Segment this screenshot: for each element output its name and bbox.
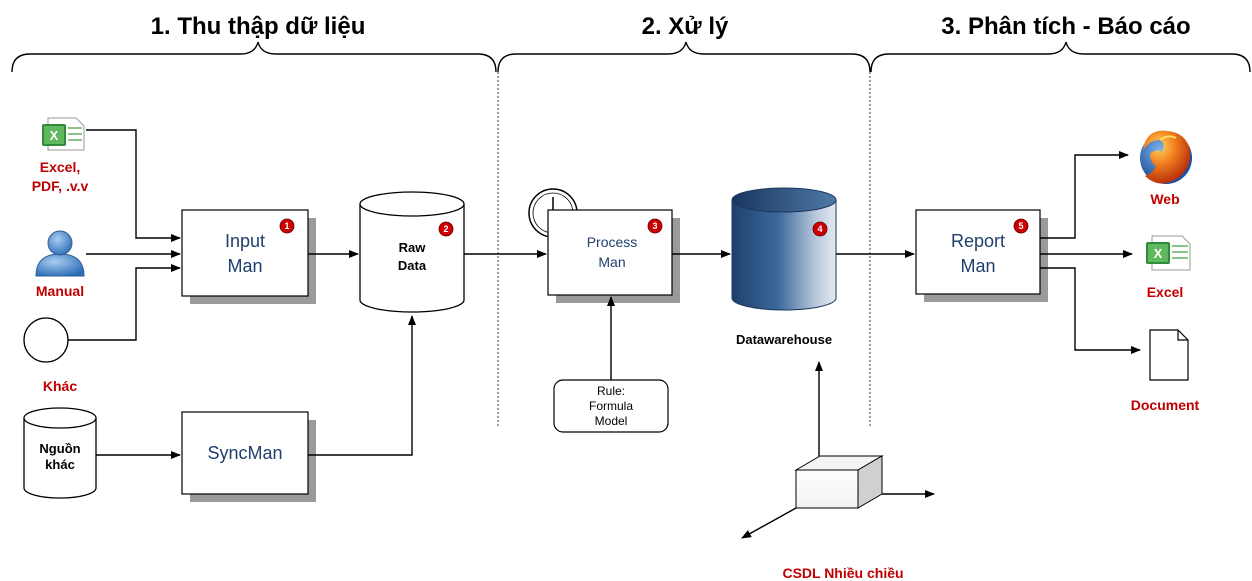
syncman-box [181,411,316,502]
datawarehouse-label: Datawarehouse [736,332,832,347]
other-sources-label-2: khác [45,457,75,472]
connectors [68,129,1141,539]
process-man-label-1: Process [587,234,638,250]
input-man-label-1: Input [225,231,265,251]
web-label: Web [1150,191,1179,207]
badge-5: 5 [1013,218,1029,234]
input-man-label-2: Man [227,256,262,276]
document-icon [1149,329,1189,381]
brace-process [497,41,871,73]
browser-icon [1140,130,1192,184]
syncman-label: SyncMan [207,443,282,463]
badge-2: 2 [438,221,454,237]
document-label: Document [1131,397,1200,413]
other-sources-label-1: Nguồn [39,441,80,456]
report-man-label-2: Man [960,256,995,276]
olap-cube [794,455,884,509]
svg-text:2: 2 [443,224,448,234]
badge-1: 1 [279,218,295,234]
svg-text:3: 3 [652,221,657,231]
rule-label-3: Model [595,414,628,428]
raw-data-label-1: Raw [399,240,427,255]
svg-text:X: X [1154,246,1163,261]
phase-heading-collect: 1. Thu thập dữ liệu [151,13,366,40]
brace-analyze [870,41,1251,73]
excel-source-label-2: PDF, .v.v [32,178,89,194]
other-sources-cylinder [23,407,97,499]
cube-label: CSDL Nhiều chiều [782,565,903,581]
process-man-label-2: Man [598,254,625,270]
phase-heading-analyze: 3. Phân tích - Báo cáo [941,13,1190,40]
badge-4: 4 [812,221,828,237]
brace-collect [11,41,497,73]
raw-data-cylinder [359,191,465,313]
badge-3: 3 [647,218,663,234]
excel-source-icon: X [42,117,85,151]
input-man-box [181,209,316,304]
excel-source-label-1: Excel, [40,159,80,175]
datawarehouse-cylinder [731,187,837,311]
excel-output-icon: X [1146,235,1191,271]
other-source-circle [23,317,69,363]
manual-label: Manual [36,283,84,299]
rule-label-2: Formula [589,399,633,413]
rule-label-1: Rule: [597,384,625,398]
process-man-box [547,209,680,303]
svg-text:4: 4 [817,224,822,234]
excel-output-label: Excel [1147,284,1184,300]
svg-text:X: X [50,128,59,143]
svg-text:1: 1 [284,221,289,231]
user-icon [35,230,85,277]
phase-heading-process: 2. Xử lý [642,13,729,40]
svg-text:5: 5 [1018,221,1023,231]
report-man-label-1: Report [951,231,1005,251]
other-source-label: Khác [43,378,77,394]
raw-data-label-2: Data [398,258,427,273]
